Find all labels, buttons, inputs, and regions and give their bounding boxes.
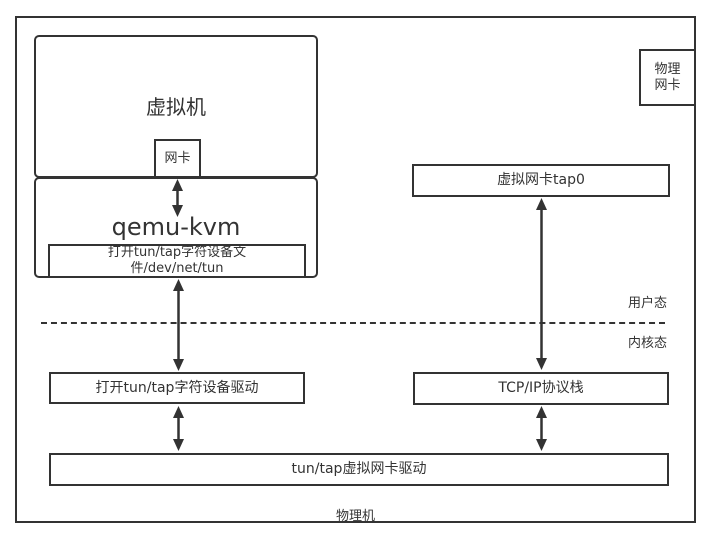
tuntap-driver-label: tun/tap虚拟网卡驱动 [291,461,427,477]
vm-nic-label: 网卡 [164,150,191,166]
qemu-kvm-label: qemu-kvm [111,213,241,241]
tap0-label: 虚拟网卡tap0 [497,172,585,188]
tuntap-driver-box: tun/tap虚拟网卡驱动 [49,453,669,486]
host-machine-label: 物理机 [335,509,375,524]
virtual-machine-label: 虚拟机 [146,95,206,119]
physical-nic-box: 物理 网卡 [639,49,696,106]
tun-device-file-box: 打开tun/tap字符设备文 件/dev/net/tun [48,244,306,278]
vm-nic-box: 网卡 [154,139,201,178]
char-device-driver-label: 打开tun/tap字符设备驱动 [95,379,259,396]
user-mode-label: 用户态 [627,296,667,311]
tcpip-stack-box: TCP/IP协议栈 [413,372,669,405]
tap0-box: 虚拟网卡tap0 [412,164,670,197]
kernel-mode-label: 内核态 [627,336,667,351]
tun-device-file-label-line2: 件/dev/net/tun [130,261,224,276]
physical-nic-label-line2: 网卡 [654,77,681,93]
tun-device-file-label-line1: 打开tun/tap字符设备文 [107,245,247,260]
char-device-driver-box: 打开tun/tap字符设备驱动 [49,372,305,404]
tcpip-stack-label: TCP/IP协议栈 [498,380,584,396]
physical-nic-label-line1: 物理 [654,61,681,77]
user-kernel-divider-line [41,322,665,324]
